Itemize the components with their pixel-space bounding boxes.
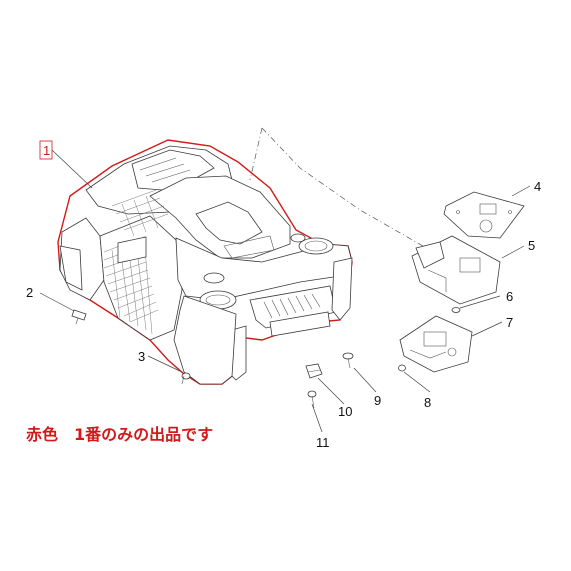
label-part-7: 7: [506, 315, 513, 330]
listing-note: 赤色 1番のみの出品です: [26, 425, 213, 444]
part-4-cover-plate: [443, 185, 531, 239]
label-part-5: 5: [528, 238, 535, 253]
vent-slats: [263, 293, 321, 319]
label-part-10: 10: [338, 404, 352, 419]
label-part-8: 8: [424, 395, 431, 410]
label-part-4: 4: [534, 179, 541, 194]
label-part-1: 1: [43, 143, 50, 158]
part-7-control-board: [399, 315, 503, 373]
label-part-11: 11: [316, 435, 330, 450]
part-5-display-board: [411, 235, 525, 305]
part-8-screw: [398, 364, 431, 393]
label-part-2: 2: [26, 285, 33, 300]
part-2-screw: [39, 292, 87, 325]
label-part-3: 3: [138, 349, 145, 364]
part-1-housing: [57, 139, 353, 385]
part-10-knob: [305, 363, 345, 405]
label-part-9: 9: [374, 393, 381, 408]
part-11-screw: [307, 390, 323, 433]
housing-red-outline: [57, 139, 353, 385]
assembly-line-2: [249, 127, 263, 181]
label-part-6: 6: [506, 289, 513, 304]
assembly-line: [261, 127, 456, 263]
part-9-screw: [342, 352, 377, 393]
part-6-spacer: [451, 295, 501, 313]
part-3-screw: [147, 355, 191, 385]
vent-grill-upper: [111, 189, 169, 237]
